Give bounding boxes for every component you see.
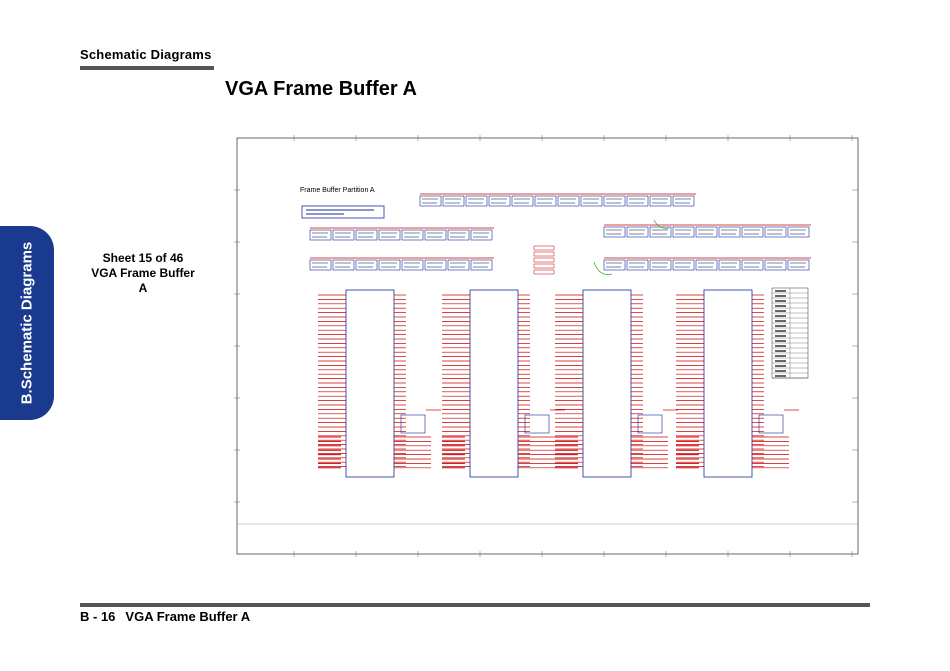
section-header: Schematic Diagrams <box>80 47 212 62</box>
note-box <box>301 205 385 219</box>
decoupling-capacitor-rows <box>309 193 811 275</box>
footer-page-number: B - 16 <box>80 609 116 624</box>
sheet-info: Sheet 15 of 46 VGA Frame Buffer A <box>80 251 206 296</box>
sheet-title-line2: A <box>138 281 148 295</box>
side-tab-label: B.Schematic Diagrams <box>18 241 36 405</box>
side-tab[interactable]: B.Schematic Diagrams <box>0 226 54 420</box>
page-title: VGA Frame Buffer A <box>225 78 417 100</box>
schematic-block-title: Frame Buffer Partition A <box>300 187 375 194</box>
schematic-drawing: Frame Buffer Partition A <box>234 135 859 557</box>
footer-rule <box>80 603 870 607</box>
header-rule <box>80 66 214 70</box>
sheet-number: Sheet 15 of 46 <box>102 251 184 265</box>
footer-title: VGA Frame Buffer A <box>125 609 251 624</box>
sheet-title-line1: VGA Frame Buffer <box>91 266 195 280</box>
right-table <box>771 287 809 379</box>
memory-ic-blocks <box>318 289 799 478</box>
footer: B - 16 VGA Frame Buffer A <box>80 609 260 624</box>
